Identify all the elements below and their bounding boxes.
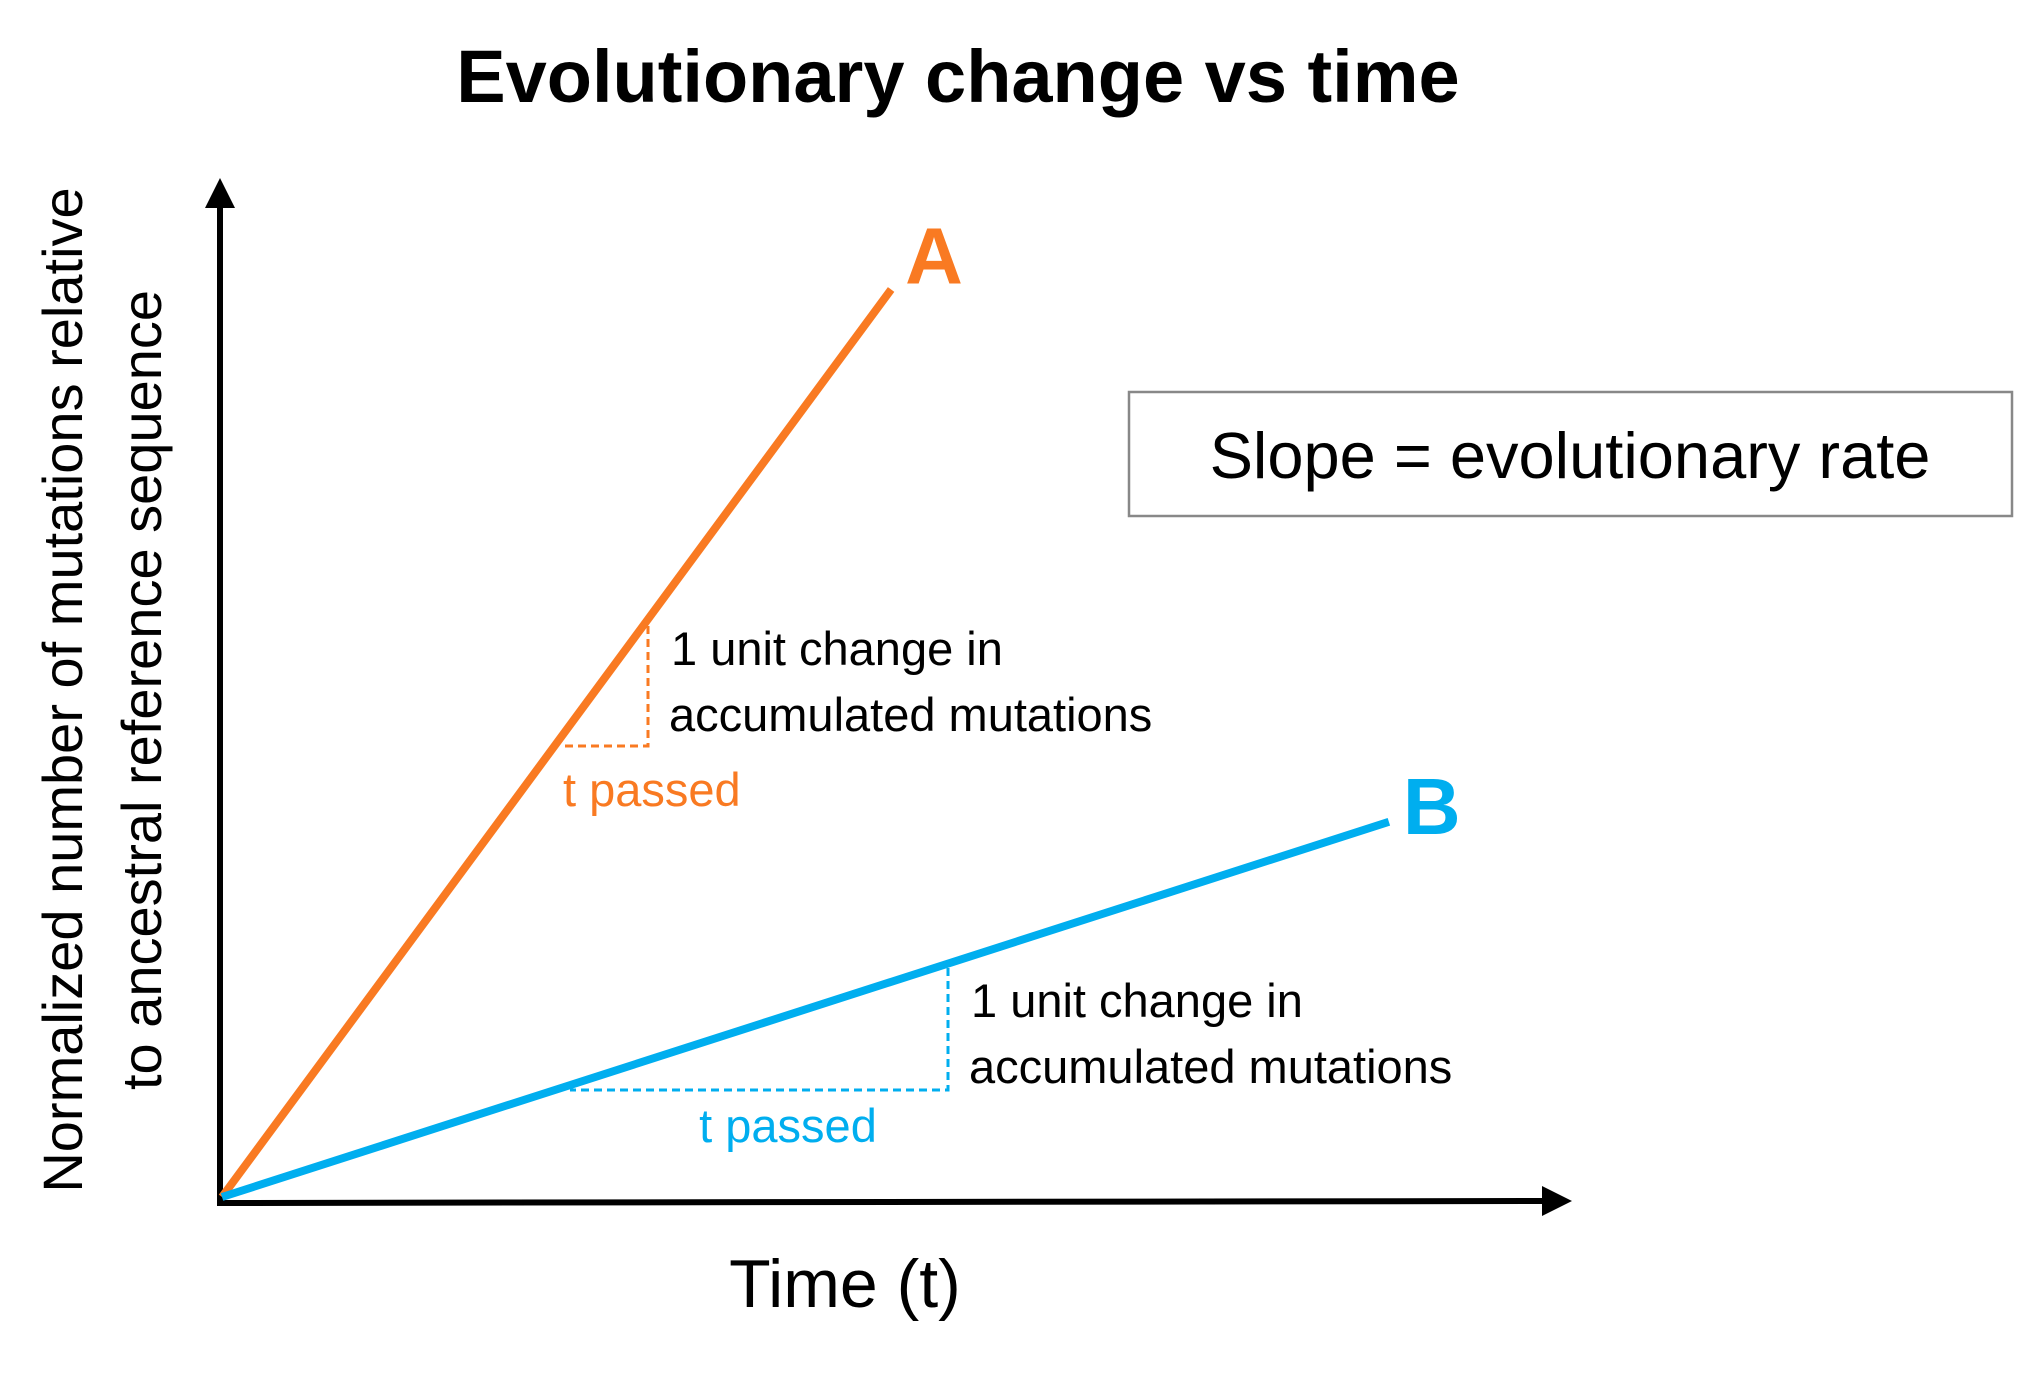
series-line-a (218, 287, 895, 1200)
series-line-b (220, 818, 1391, 1201)
a-rise-label-2: accumulated mutations (669, 688, 1152, 741)
slope-box (1127, 390, 2014, 518)
a-run-label: t passed (563, 763, 741, 816)
a-rise-dashed-line (563, 626, 650, 748)
y-axis-arrow (205, 178, 235, 208)
slope-box-text: Slope = evolutionary rate (1210, 419, 1931, 492)
chart-title: Evolutionary change vs time (456, 35, 1459, 118)
b-rise-dashed-line (570, 968, 950, 1092)
y-axis-label-line-2: to ancestral reference sequence (110, 290, 173, 1090)
series-label-a: A (905, 211, 963, 300)
a-rise-label-1: 1 unit change in (671, 622, 1003, 675)
b-rise-label-1: 1 unit change in (971, 974, 1303, 1027)
b-run-label: t passed (699, 1099, 877, 1152)
series-label-b: B (1403, 762, 1461, 851)
x-axis (216, 1198, 1546, 1206)
x-axis-arrow (1542, 1186, 1572, 1216)
y-axis-label-line-1: Normalized number of mutations relative (31, 187, 94, 1192)
b-rise-label-2: accumulated mutations (969, 1040, 1452, 1093)
x-axis-label: Time (t) (729, 1246, 961, 1322)
